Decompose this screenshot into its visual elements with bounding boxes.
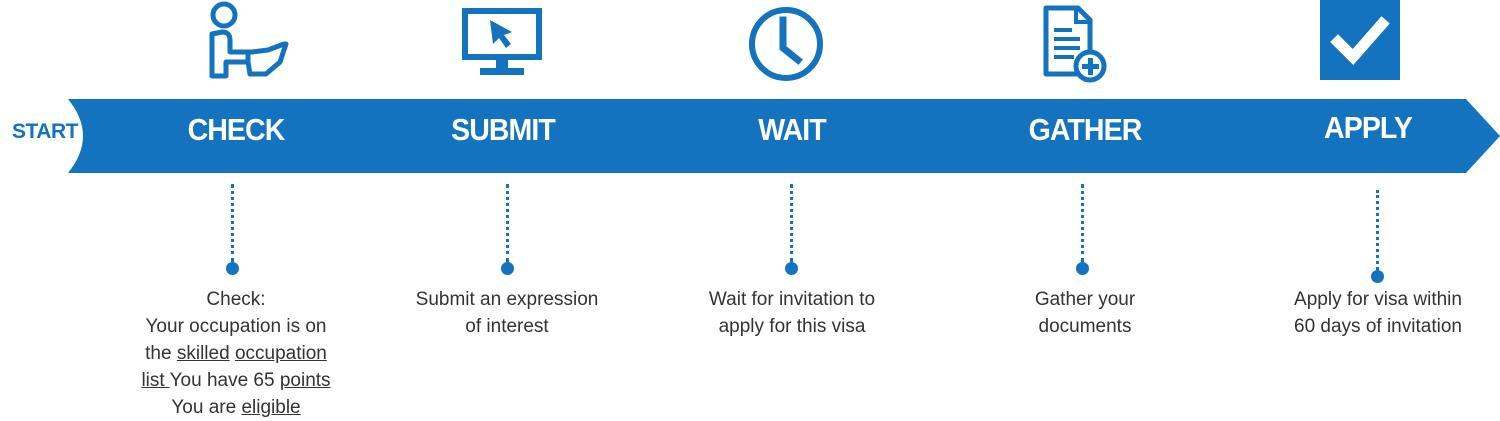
connector-dot-apply: [1371, 270, 1384, 283]
step-title-gather: GATHER: [1028, 112, 1143, 147]
step-desc-wait: Wait for invitation to apply for this vi…: [672, 286, 912, 340]
monitor-cursor-icon: [462, 8, 542, 75]
check-desc-line: Your occupation is on: [145, 316, 327, 337]
apply-desc-line: Apply for visa within: [1294, 289, 1462, 310]
check-desc-line: the skilled occupation: [116, 340, 356, 367]
connector-gather: [1081, 184, 1084, 262]
connector-check: [231, 184, 234, 262]
submit-desc-line: of interest: [465, 316, 549, 337]
check-desc-text: You have 65: [169, 370, 280, 391]
eligible-link[interactable]: eligible: [241, 397, 301, 418]
connector-dot-check: [226, 262, 239, 275]
occupation-link[interactable]: occupation: [234, 343, 327, 364]
step-desc-check: Check: Your occupation is on the skilled…: [116, 286, 356, 421]
check-desc-text: You are: [171, 397, 242, 418]
submit-desc-line: Submit an expression: [415, 289, 599, 310]
start-label: START: [12, 120, 78, 143]
connector-dot-submit: [501, 262, 514, 275]
step-desc-gather: Gather your documents: [965, 286, 1205, 340]
connector-submit: [506, 184, 509, 262]
wait-desc-line: Wait for invitation to: [708, 289, 876, 310]
step-title-submit: SUBMIT: [451, 112, 556, 147]
step-title-wait: WAIT: [758, 112, 827, 147]
connector-dot-wait: [785, 262, 798, 275]
connector-apply: [1376, 190, 1379, 270]
connector-dot-gather: [1076, 262, 1089, 275]
check-desc-line: You are eligible: [116, 394, 356, 421]
wait-desc-line: apply for this visa: [718, 316, 866, 337]
step-title-apply: APPLY: [1324, 110, 1413, 145]
list-link[interactable]: list: [141, 370, 170, 391]
checkmark-icon: [1320, 0, 1400, 80]
step-desc-submit: Submit an expression of interest: [387, 286, 627, 340]
points-link[interactable]: points: [279, 370, 331, 391]
skilled-link[interactable]: skilled: [176, 343, 230, 364]
gather-desc-line: Gather your: [1034, 289, 1136, 310]
clock-icon: [749, 7, 823, 81]
check-desc-line: list You have 65 points: [116, 367, 356, 394]
check-desc-text: the: [145, 343, 177, 364]
user-at-laptop-icon: [209, 1, 289, 79]
timeline-arrow: [68, 99, 1500, 173]
gather-desc-line: documents: [1038, 316, 1132, 337]
document-add-icon: [1043, 5, 1107, 83]
step-title-check: CHECK: [187, 112, 286, 147]
step-desc-apply: Apply for visa within 60 days of invitat…: [1258, 286, 1498, 340]
connector-wait: [790, 184, 793, 262]
check-desc-line: Check:: [206, 289, 266, 310]
apply-desc-line: 60 days of invitation: [1294, 316, 1462, 337]
